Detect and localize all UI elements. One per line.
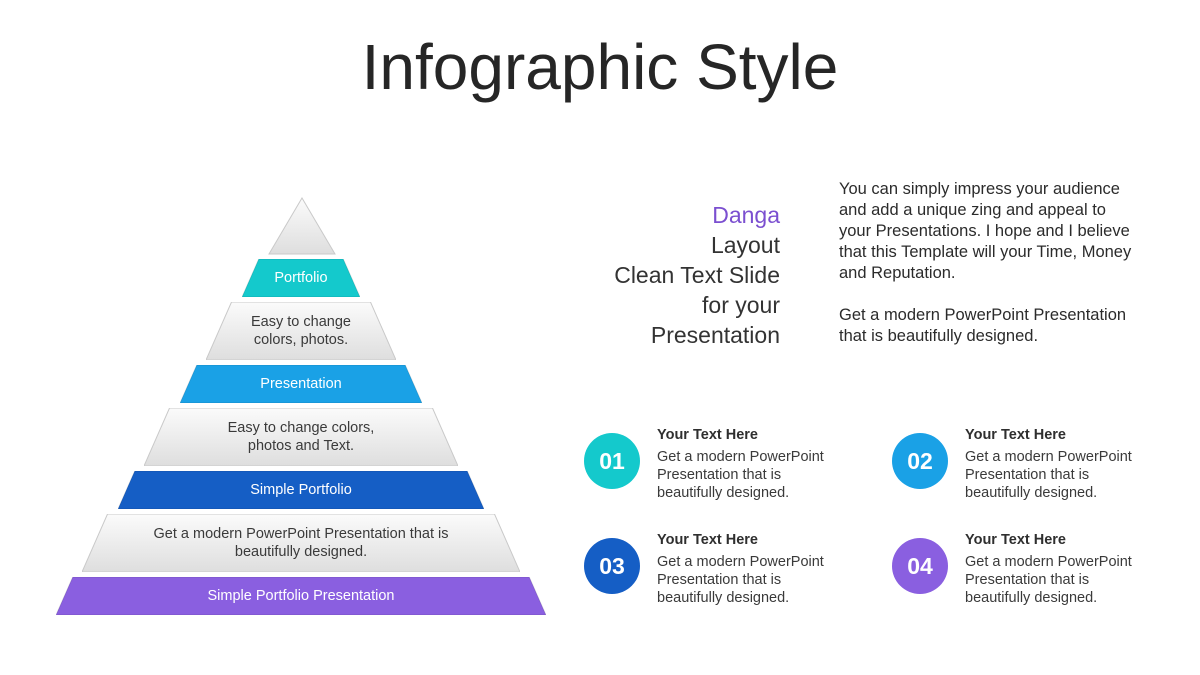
pyramid-layer-label: Simple Portfolio [250,482,352,498]
description-paragraph: Get a modern PowerPoint Presentation tha… [839,306,1127,345]
pyramid-layer-fill [82,514,520,572]
pyramid-layer-label: Easy to change colors, photos. [251,314,351,348]
pyramid-diagram: Portfolio Easy to change colors, photos.… [56,197,546,615]
pyramid-layer-shape [56,577,546,615]
number-badge: 01 [584,433,640,489]
item-text: Get a modern PowerPoint Presentation tha… [657,449,824,501]
info-item-02: 02 Your Text Here Get a modern PowerPoin… [892,427,1182,513]
pyramid-layer-fill [268,197,336,255]
heading-accent: Danga [712,202,780,228]
pyramid-layer-fill [56,577,546,615]
number-badge: 04 [892,538,948,594]
pyramid-layer-top [268,197,336,255]
heading-line: Layout [710,232,780,258]
pyramid-layer-label: Portfolio [274,270,328,286]
pyramid-layer-portfolio: Portfolio [242,259,360,297]
heading-line: Clean Text Slide [614,262,780,288]
info-item-03: 03 Your Text Here Get a modern PowerPoin… [584,532,874,618]
pyramid-layer-label: Simple Portfolio Presentation [207,588,395,604]
description-paragraph: You can simply impress your audience and… [839,180,1132,282]
pyramid-layer-presentation: Presentation [180,365,422,403]
pyramid-layer-colors-photos-text: Easy to change colors, photos and Text. [144,408,458,466]
item-text: Get a modern PowerPoint Presentation tha… [657,554,824,606]
pyramid-layer-shape [206,302,396,360]
pyramid-layer-colors-photos: Easy to change colors, photos. [206,302,396,360]
pyramid-layer-label: Get a modern PowerPoint Presentation tha… [153,526,449,560]
pyramid-layer-shape [82,514,520,572]
heading-line: for your [702,292,780,318]
pyramid-layer-shape [118,471,484,509]
number-badge: 02 [892,433,948,489]
item-title: Your Text Here [657,427,758,443]
info-item-01: 01 Your Text Here Get a modern PowerPoin… [584,427,874,513]
pyramid-layer-fill [242,259,360,297]
item-title: Your Text Here [965,532,1066,548]
item-title: Your Text Here [657,532,758,548]
pyramid-layer-fill [180,365,422,403]
pyramid-layer-fill [144,408,458,466]
heading-line: Presentation [650,322,780,348]
slide-title: Infographic Style [361,31,839,103]
item-title: Your Text Here [965,427,1066,443]
pyramid-layer-simple-portfolio: Simple Portfolio [118,471,484,509]
slide-heading: Danga Layout Clean Text Slide for your P… [540,200,780,350]
pyramid-layer-label: Presentation [260,376,342,392]
info-item-04: 04 Your Text Here Get a modern PowerPoin… [892,532,1182,618]
pyramid-layer-fill [118,471,484,509]
pyramid-layer-simple-portfolio-presentation: Simple Portfolio Presentation [56,577,546,615]
item-text: Get a modern PowerPoint Presentation tha… [965,449,1132,501]
pyramid-layer-modern-powerpoint: Get a modern PowerPoint Presentation tha… [82,514,520,572]
number-badge: 03 [584,538,640,594]
pyramid-layer-label: Easy to change colors, photos and Text. [227,420,375,454]
pyramid-layer-shape [180,365,422,403]
pyramid-layer-shape [144,408,458,466]
pyramid-layer-shape [268,197,336,255]
item-text: Get a modern PowerPoint Presentation tha… [965,554,1132,606]
pyramid-layer-fill [206,302,396,360]
description-block: You can simply impress your audience and… [839,179,1139,347]
pyramid-layer-shape [242,259,360,297]
